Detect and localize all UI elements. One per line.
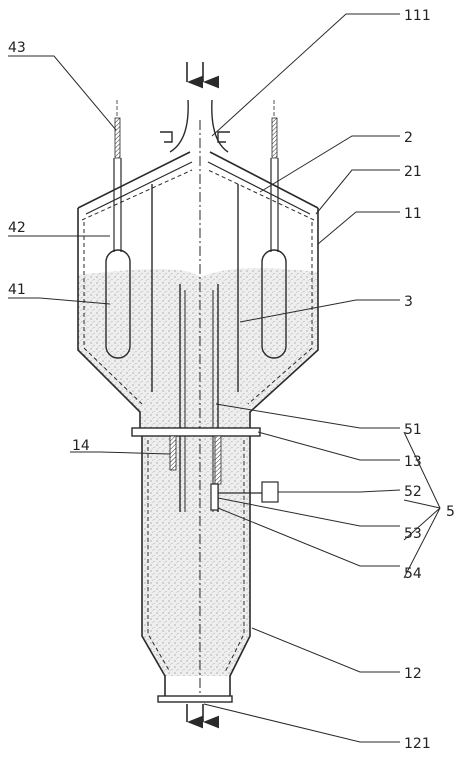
label-11: 11 — [404, 206, 422, 222]
sleeve-right — [214, 435, 222, 485]
label-14: 14 — [72, 438, 90, 454]
label-21: 21 — [404, 164, 422, 180]
label-111: 111 — [404, 8, 431, 24]
gauge-stem-right — [270, 158, 279, 252]
label-51: 51 — [404, 422, 422, 438]
granular-bed-lower — [142, 436, 250, 676]
lower-column-wall — [141, 436, 251, 696]
sensor-probe — [210, 483, 219, 511]
mid-flange — [131, 427, 261, 437]
top-cover-inner — [85, 161, 311, 215]
lower-column-wall-dashed — [147, 440, 245, 673]
inlet-flange-left — [160, 131, 173, 143]
outlet-flange — [157, 695, 233, 703]
gauge-rod-right-top — [271, 117, 278, 159]
label-121: 121 — [404, 736, 431, 752]
label-12: 12 — [404, 666, 422, 682]
sensor-box — [261, 481, 279, 503]
label-52: 52 — [404, 484, 422, 500]
label-13: 13 — [404, 454, 422, 470]
leader-lines — [8, 13, 441, 743]
inlet-flange-right — [217, 131, 230, 143]
label-54: 54 — [404, 566, 422, 582]
label-41: 41 — [8, 282, 26, 298]
inlet-neck — [169, 99, 229, 153]
gauge-rod-left-top — [114, 117, 121, 159]
label-42: 42 — [8, 220, 26, 236]
label-2: 2 — [404, 130, 413, 146]
upper-vessel-wall — [77, 208, 319, 428]
sleeve-left — [169, 435, 177, 471]
granular-bed-upper — [78, 268, 318, 428]
gauge-stem-left — [113, 158, 122, 252]
top-cover-outer — [77, 151, 319, 209]
label-43: 43 — [8, 40, 26, 56]
label-3: 3 — [404, 294, 413, 310]
label-5: 5 — [446, 504, 455, 520]
float-bulb-right — [261, 249, 287, 359]
top-cover-dashed — [81, 169, 315, 221]
label-53: 53 — [404, 526, 422, 542]
upper-vessel-wall-dashed — [83, 222, 313, 405]
